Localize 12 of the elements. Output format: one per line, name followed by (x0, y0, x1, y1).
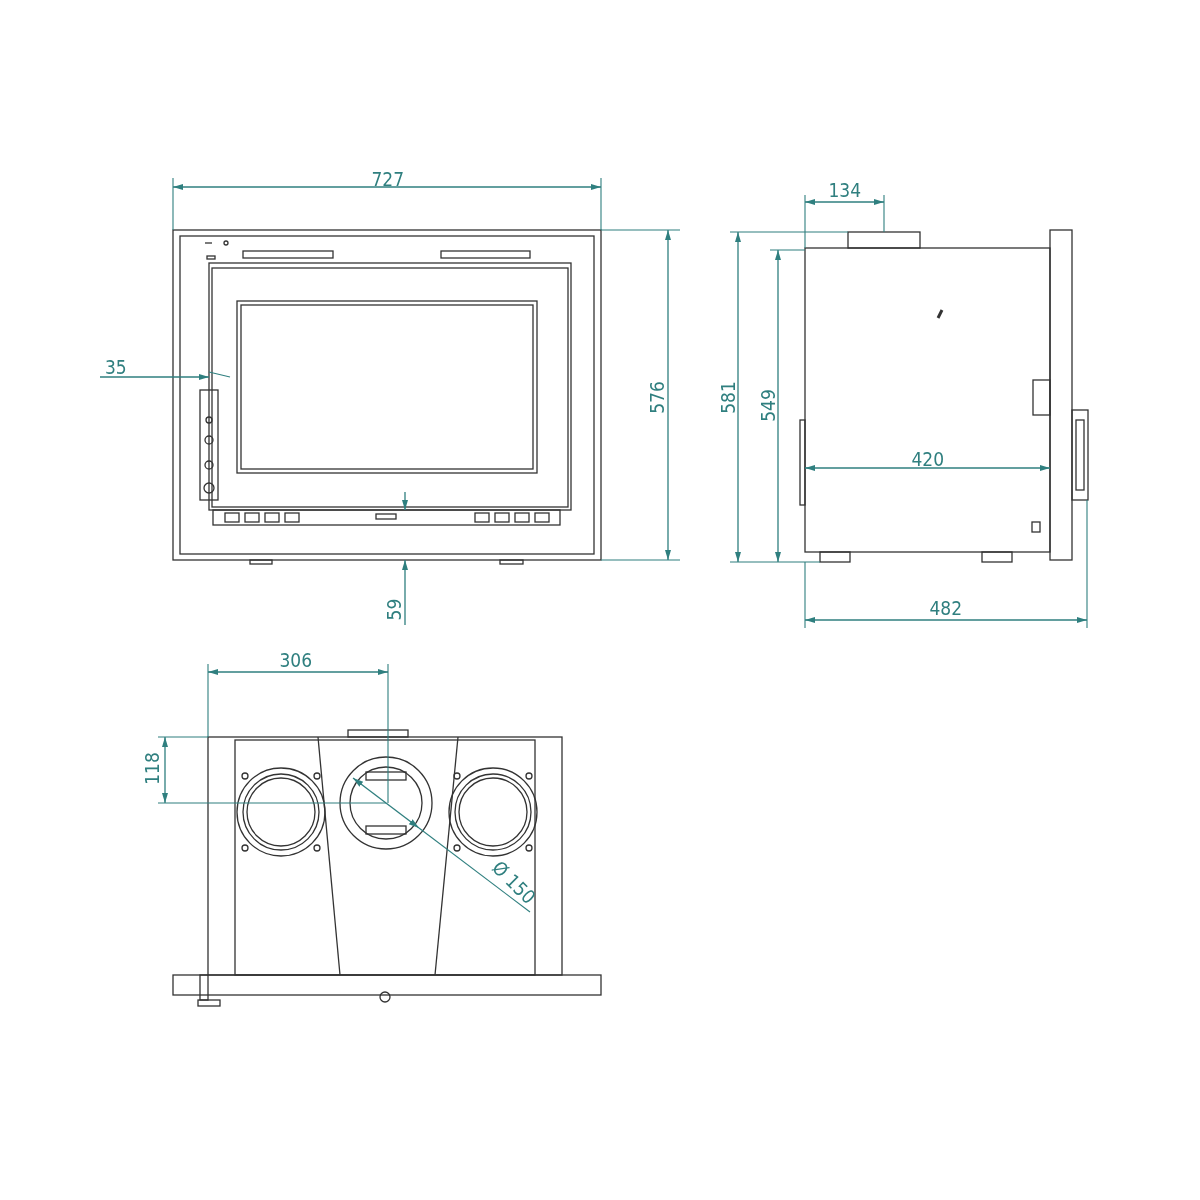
dimension-label: 482 (929, 598, 963, 618)
dimension-label: 118 (142, 751, 162, 785)
dimension-label: 59 (385, 598, 405, 620)
dimension-label: 35 (105, 357, 127, 377)
dimension-label: 420 (911, 449, 945, 469)
dimension-label: Ø 150 (488, 857, 539, 907)
dimension-label: 727 (371, 169, 405, 189)
dimension-label: 306 (279, 650, 313, 670)
dimension-label: 134 (828, 180, 862, 200)
dimension-label: 576 (647, 380, 667, 414)
dimension-label: 549 (758, 388, 778, 422)
dimension-label: 581 (718, 380, 738, 414)
